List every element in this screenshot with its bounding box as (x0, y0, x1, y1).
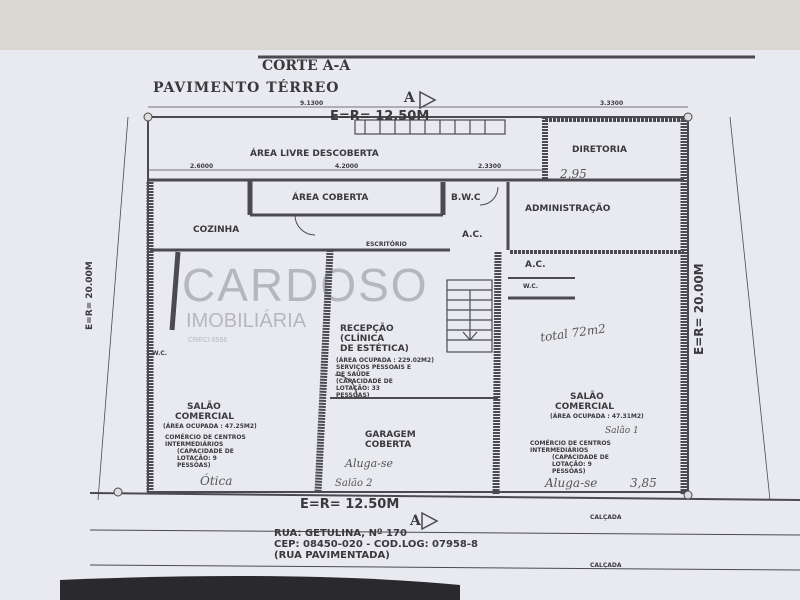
background-surface (0, 0, 800, 52)
calcada-bottom: CALÇADA (590, 562, 622, 569)
outer-wall (147, 116, 689, 493)
wall-middle-left (314, 249, 334, 493)
text-line: LOTAÇÃO: 9 (552, 461, 592, 468)
stairs-main (446, 279, 493, 353)
dim-label: 3.3300 (600, 100, 624, 107)
handwritten-note: Ótica (200, 474, 233, 488)
room-bwc: B.W.C (451, 193, 481, 203)
text-line: INTERMEDIÁRIOS (165, 441, 224, 448)
calcada-top: CALÇADA (590, 514, 622, 521)
handwritten-note: Aluga-se (345, 457, 394, 470)
text-line: LOTAÇÃO: 9 (177, 455, 217, 462)
address-cep: CEP: 08450-020 - COD.LOG: 07958-8 (274, 539, 478, 550)
room-administracao: ADMINISTRAÇÃO (525, 204, 611, 214)
address-note: (RUA PAVIMENTADA) (274, 550, 390, 561)
section-title: CORTE A-A (262, 58, 351, 74)
watermark-sub: IMOBILIÁRIA (186, 310, 307, 332)
text-line: RECEPÇÃO (340, 324, 394, 334)
address-street: RUA: GETULINA, Nº 170 (274, 528, 407, 539)
watermark-creci: CRECI 6556 (188, 337, 228, 344)
room-ac-2: A.C. (525, 260, 546, 270)
text-line: SERVIÇOS PESSOAIS E (336, 364, 412, 371)
floor-title: PAVIMENTO TÉRREO (153, 80, 340, 96)
text-line: COMERCIAL (175, 412, 234, 422)
watermark-logo: CARDOSO (182, 259, 429, 311)
dim-label: 4.2000 (335, 163, 359, 170)
text-line: COMERCIAL (555, 402, 614, 412)
handwritten-note: Salão 2 (335, 478, 373, 489)
text-line: COBERTA (365, 440, 412, 450)
shadow-edge (60, 576, 460, 600)
text-line: PESSOAS) (552, 468, 586, 475)
text-line: COMÉRCIO DE CENTROS (165, 434, 246, 441)
handwritten-note: 3,85 (630, 476, 657, 490)
text-line: PESSOAS) (177, 462, 211, 469)
handwritten-note: 2,95 (560, 167, 587, 181)
text-line: COMÉRCIO DE CENTROS (530, 440, 611, 447)
dim-label: 2.3300 (478, 163, 502, 170)
frontage-bottom: E=R= 12.50M (300, 497, 400, 512)
paper-sheet (0, 50, 800, 600)
text-line: (ÁREA OCUPADA : 47.25M2) (163, 423, 257, 430)
text-line: PESSOAS) (336, 392, 370, 399)
text-line: (ÁREA OCUPADA : 229.02M2) (336, 357, 434, 364)
handwritten-note: Aluga-se (545, 476, 598, 490)
stairs-top (354, 119, 506, 135)
text-line: (CAPACIDADE DE (177, 448, 234, 455)
room-wc-1: W.C. (152, 350, 168, 357)
text-line: INTERMEDIÁRIOS (530, 447, 589, 454)
dim-label: 2.6000 (190, 163, 214, 170)
handwritten-note: Salão 1 (605, 426, 639, 436)
room-cozinha: COZINHA (193, 225, 240, 235)
room-diretoria: DIRETORIA (572, 145, 627, 155)
text-line: GARAGEM (365, 430, 416, 440)
frontage-top: E=R= 12.50M (330, 109, 430, 124)
text-line: (CAPACIDADE DE (336, 378, 393, 385)
text-line: (CAPACIDADE DE (552, 454, 609, 461)
wall-middle-right (492, 251, 502, 496)
text-line: SALÃO (570, 392, 604, 402)
depth-left: E=R= 20.00M (85, 261, 95, 330)
room-escritorio: ESCRITÓRIO (366, 241, 407, 248)
room-area-livre: ÁREA LIVRE DESCOBERTA (250, 149, 379, 159)
section-marker-bottom: A (410, 513, 421, 529)
text-line: DE SAÚDE (336, 371, 370, 378)
room-ac-1: A.C. (462, 230, 483, 240)
room-wc-2: W.C. (523, 283, 539, 290)
text-line: LOTAÇÃO: 33 (336, 385, 380, 392)
dim-label: 9.1300 (300, 100, 324, 107)
text-line: SALÃO (187, 402, 221, 412)
recepcao-info: (ÁREA OCUPADA : 229.02M2)SERVIÇOS PESSOA… (336, 357, 434, 399)
section-marker-top: A (404, 90, 415, 106)
text-line: DE ESTÉTICA) (340, 344, 409, 354)
depth-right: E=R= 20.00M (692, 263, 706, 355)
room-area-coberta: ÁREA COBERTA (292, 193, 369, 203)
text-line: (CLÍNICA (340, 334, 385, 344)
text-line: (ÁREA OCUPADA : 47.31M2) (550, 413, 644, 420)
